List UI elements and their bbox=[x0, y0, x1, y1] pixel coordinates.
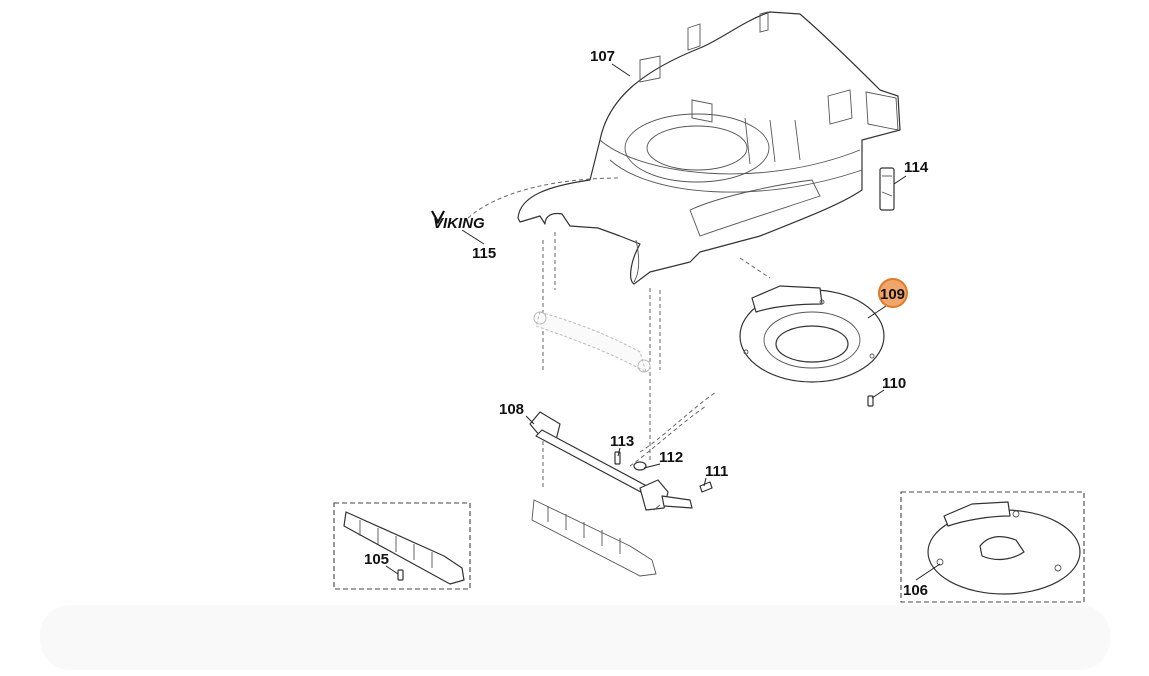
part-114-label-plate[interactable] bbox=[879, 167, 895, 211]
callout-115[interactable]: 115 bbox=[472, 245, 496, 262]
callout-109-highlight bbox=[878, 278, 908, 308]
part-115-viking-logo[interactable]: VIKING bbox=[431, 177, 621, 232]
callout-108[interactable]: 108 bbox=[499, 401, 524, 418]
viking-logo-mark bbox=[431, 210, 445, 225]
callout-109[interactable]: 109 bbox=[880, 286, 905, 303]
part-112-washer[interactable] bbox=[633, 461, 647, 471]
part-110-screw[interactable] bbox=[867, 395, 874, 407]
part-109-baffle-plate[interactable] bbox=[739, 285, 885, 383]
callout-107[interactable]: 107 bbox=[590, 48, 615, 65]
assembly-guide-lines bbox=[542, 232, 771, 490]
callout-labels: 107 114 115 109 110 108 113 112 111 105 … bbox=[364, 48, 929, 599]
callout-113[interactable]: 113 bbox=[610, 433, 634, 450]
part-106-cover-plate-box[interactable] bbox=[900, 491, 1085, 603]
viking-logo-text: VIKING bbox=[433, 215, 485, 232]
callout-106[interactable]: 106 bbox=[903, 582, 928, 599]
floor-shadow bbox=[40, 605, 1110, 670]
part-105-flap-box[interactable] bbox=[333, 502, 471, 590]
part-108-axle-lever[interactable] bbox=[529, 411, 693, 511]
callout-111[interactable]: 111 bbox=[705, 463, 728, 480]
callout-110[interactable]: 110 bbox=[882, 375, 906, 392]
callout-112[interactable]: 112 bbox=[659, 449, 683, 466]
part-111-screw[interactable] bbox=[699, 481, 713, 493]
callout-105[interactable]: 105 bbox=[364, 551, 389, 568]
leader-lines bbox=[385, 63, 941, 581]
rear-flap-ghost bbox=[531, 499, 657, 577]
ghost-roller-bracket bbox=[533, 311, 651, 374]
part-113-screw[interactable] bbox=[614, 451, 621, 465]
callout-114[interactable]: 114 bbox=[904, 159, 929, 176]
part-107-deck-housing[interactable] bbox=[517, 11, 901, 285]
